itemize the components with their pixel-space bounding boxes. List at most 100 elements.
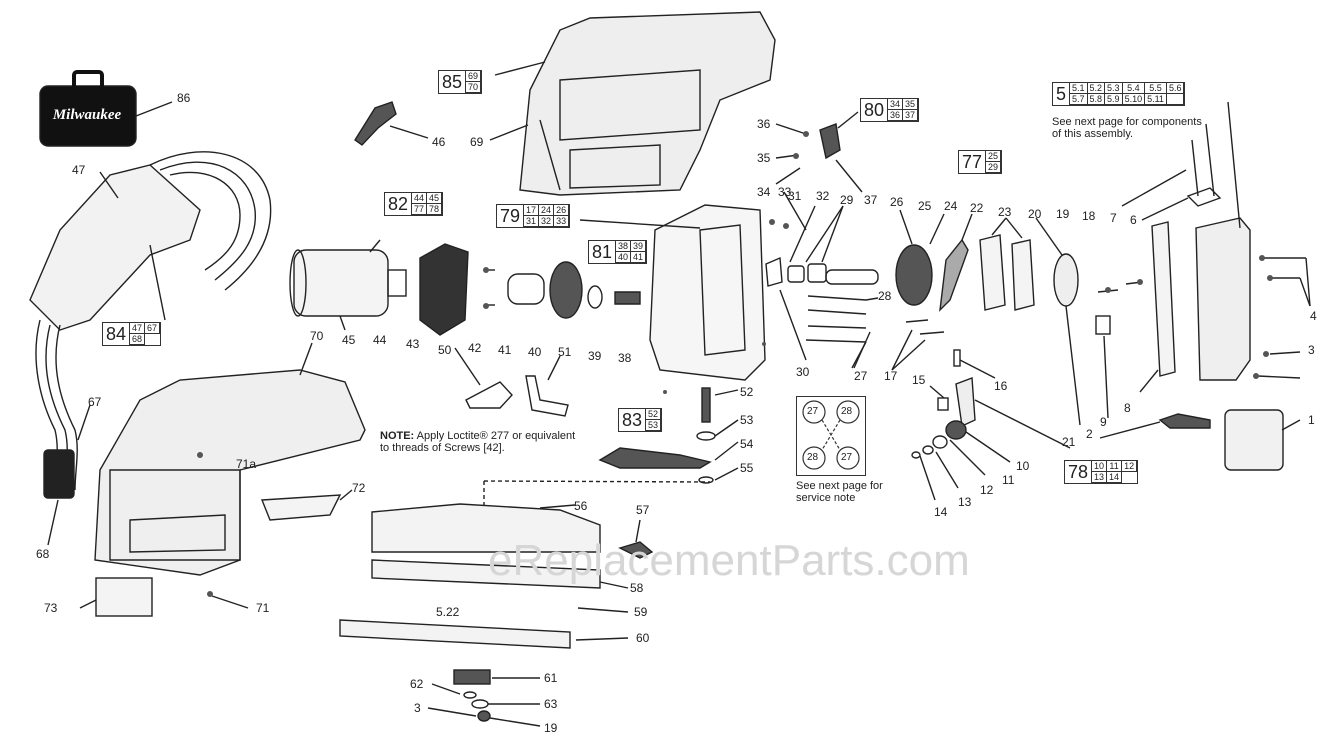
callout: 34	[757, 185, 771, 199]
group-part: 41	[631, 252, 647, 263]
group-part: 5.8	[1087, 94, 1106, 105]
callout: 67	[88, 395, 102, 409]
housing-half-70	[94, 342, 366, 576]
callout: 58	[630, 581, 644, 595]
callout: 60	[636, 631, 650, 645]
group-number: 85	[439, 71, 467, 93]
group-box-77: 77 25 29	[958, 150, 1003, 174]
watermark: eReplacementParts.com	[488, 536, 970, 585]
callout: 54	[740, 437, 754, 451]
service-circle-label: 27	[807, 406, 819, 417]
callout: 19	[544, 721, 558, 735]
callout: 23	[998, 205, 1012, 219]
group-part: 44	[412, 193, 428, 204]
callout: 13	[958, 495, 972, 509]
bearings-29-30	[765, 205, 844, 361]
service-note-box	[796, 396, 866, 476]
note-prefix: NOTE:	[380, 430, 415, 442]
group-part: 5.2	[1087, 83, 1106, 94]
callout: 46	[432, 135, 446, 149]
callout: 16	[994, 379, 1008, 393]
switch-wiring-assembly	[29, 151, 272, 546]
rear-housing-assembly	[1095, 101, 1311, 471]
assembly-note: See next page for components of this ass…	[1052, 116, 1202, 140]
service-circle-label: 28	[807, 452, 819, 463]
group-part: 26	[554, 205, 570, 216]
group-part: 37	[903, 110, 919, 121]
group-part: 5.7	[1070, 94, 1088, 105]
callout: 29	[840, 193, 854, 207]
callout: 42	[468, 341, 482, 355]
callout: 71a	[236, 457, 257, 471]
group-part: 12	[1122, 461, 1138, 472]
group-part: 78	[427, 204, 443, 215]
group-part: 47	[130, 323, 146, 334]
group-box-84: 84 47 67 68	[102, 322, 162, 346]
group-part: 10	[1092, 461, 1108, 472]
callout: 28	[878, 289, 892, 303]
group-part: 70	[466, 82, 482, 93]
group-part: 68	[130, 334, 146, 345]
callout: 3	[1308, 343, 1315, 357]
callout: 61	[544, 671, 558, 685]
group-part-empty	[1166, 94, 1185, 105]
callout: 57	[636, 503, 650, 517]
part-80-assembly	[775, 111, 863, 231]
group-box-78: 78 10 11 12 13 14	[1064, 460, 1139, 484]
callout: 36	[757, 117, 771, 131]
bottom-knob-assembly	[427, 669, 541, 727]
motor	[289, 239, 407, 331]
service-note: See next page for service note	[796, 480, 883, 504]
group-part: 36	[888, 110, 904, 121]
group-part: 77	[412, 204, 428, 215]
callout: 6	[1130, 213, 1137, 227]
group-part: 39	[631, 241, 647, 252]
group-part: 17	[524, 205, 540, 216]
group-part: 45	[427, 193, 443, 204]
group-part: 32	[539, 216, 555, 227]
callout: 71	[256, 601, 270, 615]
callout: 22	[970, 201, 984, 215]
callout: 69	[470, 135, 484, 149]
callout: 17	[884, 369, 898, 383]
group-number: 79	[497, 205, 525, 227]
group-part: 24	[539, 205, 555, 216]
service-circle-label: 27	[841, 452, 853, 463]
callout: 24	[944, 199, 958, 213]
callout: 18	[1082, 209, 1096, 223]
group-number: 82	[385, 193, 413, 215]
gear-case-79	[579, 204, 766, 381]
callout: 86	[177, 91, 191, 105]
group-box-81: 81 38 39 40 41	[588, 240, 648, 264]
shoe-base-assembly	[339, 480, 711, 649]
group-part: 5.4	[1122, 83, 1146, 94]
callout: 56	[574, 499, 588, 513]
brand-logo: Milwaukee	[52, 106, 122, 123]
callout: 63	[544, 697, 558, 711]
part-46	[354, 101, 429, 146]
group-part: 69	[466, 71, 482, 82]
loctite-note: NOTE: Apply Loctite® 277 or equivalent t…	[380, 430, 585, 454]
callout: 52	[740, 385, 754, 399]
callout: 12	[980, 483, 994, 497]
callout: 33	[778, 185, 792, 199]
group-part: 11	[1107, 461, 1123, 472]
callout: 40	[528, 345, 542, 359]
service-circles	[802, 400, 860, 470]
parts-50-51	[454, 347, 569, 417]
roller-guide-parts	[911, 349, 1071, 501]
callout: 55	[740, 461, 754, 475]
callout: 8	[1124, 401, 1131, 415]
group-part: 5.3	[1105, 83, 1123, 94]
callout: 10	[1016, 459, 1030, 473]
service-circle-label: 28	[841, 406, 853, 417]
part-57	[618, 519, 654, 559]
group-box-83: 83 52 53	[618, 408, 663, 432]
callout: 3	[414, 701, 421, 715]
callout: 1	[1308, 413, 1315, 427]
group-part: 5.5	[1145, 83, 1167, 94]
callout: 21	[1062, 435, 1076, 449]
group-number: 83	[619, 409, 647, 431]
callout: 51	[558, 345, 572, 359]
